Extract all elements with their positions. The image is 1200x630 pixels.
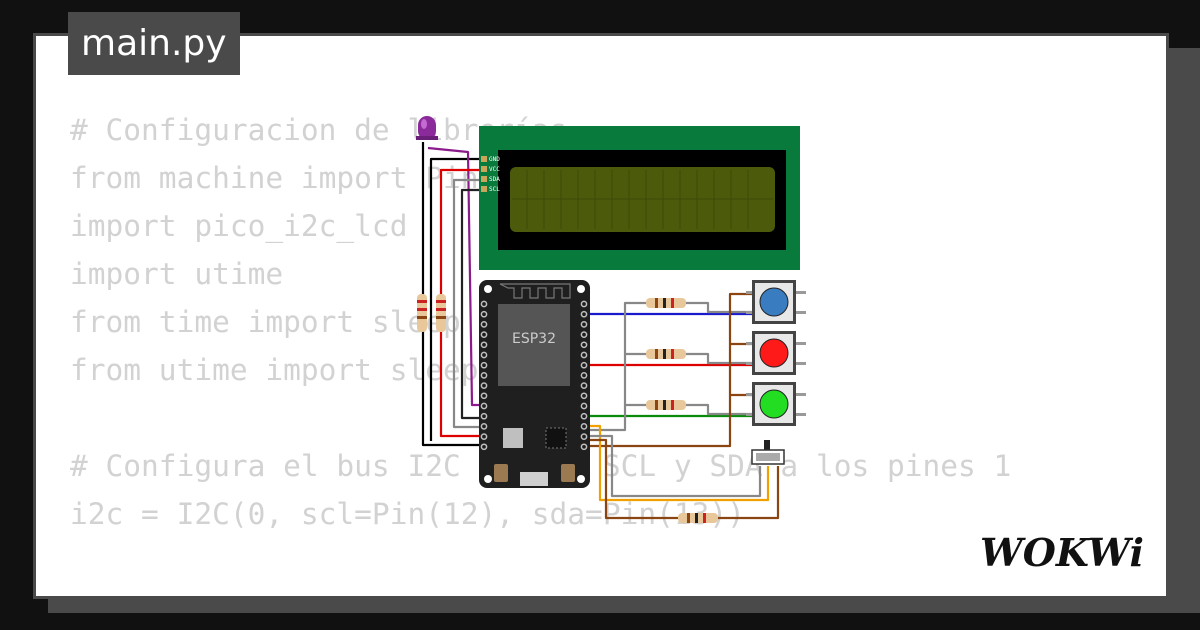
esp32-pins-left	[480, 300, 488, 451]
header-pin	[480, 423, 488, 430]
push-button-green	[746, 382, 806, 426]
esp32-label: ESP32	[512, 331, 556, 347]
resistor-switch	[678, 513, 718, 523]
wokwi-logo: WOKWi	[980, 530, 1144, 575]
usb-chip	[545, 427, 567, 449]
resistor-button-3	[646, 400, 686, 410]
header-pin	[580, 402, 588, 410]
button-lead	[796, 311, 806, 314]
resistor-button-2	[646, 349, 686, 359]
header-pin	[580, 351, 588, 359]
resistor-vertical-2	[436, 294, 446, 332]
lcd-pin-gnd: GND	[489, 156, 500, 163]
button-lead	[746, 393, 756, 396]
boot-button	[494, 464, 508, 482]
button-lead	[746, 311, 756, 314]
header-pin	[480, 331, 488, 338]
button-cap	[759, 338, 789, 368]
header-pin	[580, 300, 588, 308]
en-button	[561, 464, 575, 482]
header-pin	[480, 412, 488, 420]
header-pin	[480, 443, 488, 451]
header-pin	[580, 341, 588, 349]
wire-gray-btn-3	[686, 403, 752, 416]
button-lead	[796, 413, 806, 416]
wire-black-scl	[460, 188, 484, 420]
header-pin	[580, 321, 588, 328]
header-pin	[580, 433, 588, 440]
header-pin	[480, 341, 488, 349]
header-pin	[580, 382, 588, 389]
header-pin	[480, 392, 488, 400]
button-lead	[796, 291, 806, 294]
code-line-11: # Configuracion de pines de entrada y sa…	[70, 586, 1011, 596]
header-pin	[580, 310, 588, 318]
header-pin	[580, 423, 588, 430]
push-button-blue	[746, 280, 806, 324]
header-pin	[580, 392, 588, 400]
code-line-6: from utime import sleep	[70, 353, 479, 387]
button-lead	[746, 362, 756, 365]
header-pin	[580, 443, 588, 451]
wire-gray-sda	[452, 178, 484, 429]
lcd-pin-sda: SDA	[489, 176, 500, 183]
button-lead	[746, 342, 756, 345]
header-pin	[580, 412, 588, 420]
button-lead	[796, 362, 806, 365]
wire-black-lcd-gnd	[429, 157, 484, 441]
button-cap	[759, 389, 789, 419]
header-pin	[580, 331, 588, 338]
header-pin	[480, 361, 488, 369]
resistor-button-1	[646, 298, 686, 308]
led	[416, 116, 438, 140]
push-button-red	[746, 331, 806, 375]
header-pin	[480, 321, 488, 328]
lcd-pin-vcc: VCC	[489, 166, 500, 173]
voltage-regulator	[503, 428, 523, 448]
wire-black-gnd	[421, 142, 484, 447]
button-cap	[759, 287, 789, 317]
wire-gray-btn-2	[686, 352, 752, 365]
wires	[421, 142, 780, 520]
button-lead	[796, 393, 806, 396]
wire-brown-res-switch	[583, 438, 680, 520]
wire-brown-common	[583, 292, 752, 448]
header-pin	[580, 372, 588, 379]
usb-port	[520, 472, 548, 486]
wire-gray-btn-1	[686, 301, 752, 314]
lcd-module: GND VCC SDA SCL	[479, 126, 800, 270]
header-pin	[580, 361, 588, 369]
wokwi-logo-text: WOKWi	[980, 530, 1144, 575]
header-pin	[480, 372, 488, 379]
esp32-pins-right	[580, 300, 588, 451]
wire-gray-res-1	[583, 301, 646, 432]
lcd-pin-scl: SCL	[489, 186, 500, 193]
header-pin	[480, 310, 488, 318]
code-line-3: import pico_i2c_lcd	[70, 209, 408, 243]
file-tab[interactable]: main.py	[68, 12, 240, 75]
code-line-4: import utime	[70, 257, 284, 291]
wire-brown-res-switch-2	[716, 466, 780, 520]
esp32-board: ESP32	[479, 280, 590, 488]
button-lead	[746, 291, 756, 294]
lcd-char-cells	[512, 170, 773, 229]
header-pin	[480, 351, 488, 359]
lcd-pin-header	[481, 156, 487, 192]
header-pin	[480, 382, 488, 389]
button-lead	[796, 342, 806, 345]
header-pin	[480, 433, 488, 440]
resistor-vertical-1	[417, 294, 427, 332]
wire-orange-switch	[583, 424, 770, 502]
header-pin	[480, 300, 488, 308]
header-pin	[480, 402, 488, 410]
slide-switch	[751, 440, 785, 465]
wire-gray-switch	[583, 434, 762, 498]
wire-purple-led	[427, 146, 484, 407]
button-lead	[746, 413, 756, 416]
